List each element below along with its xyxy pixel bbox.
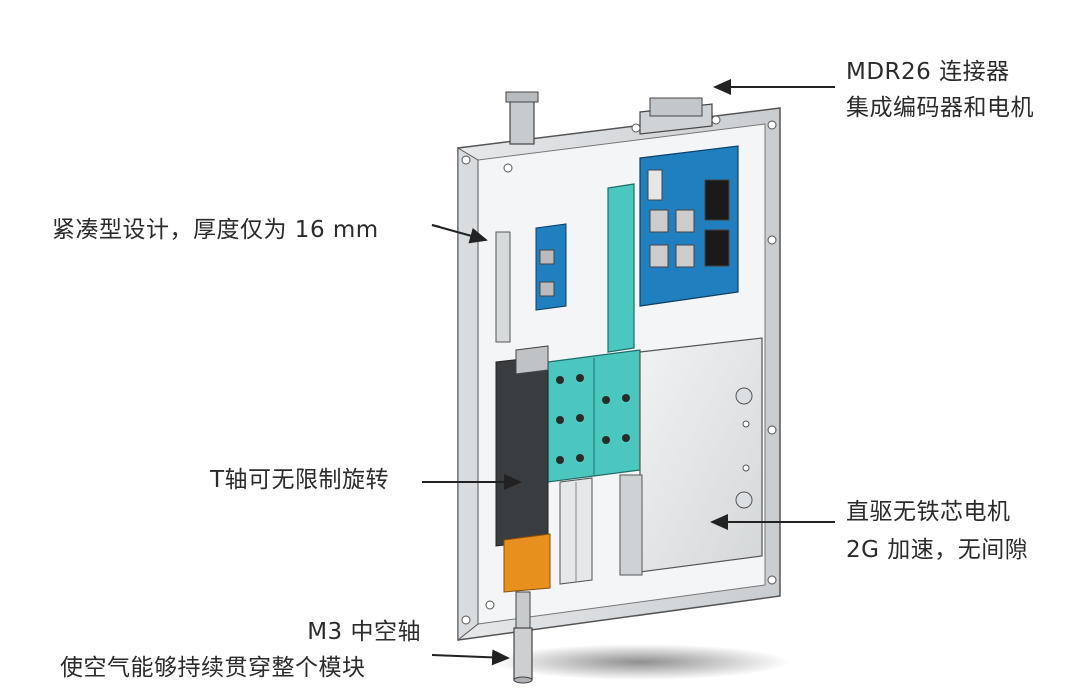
arrow-shaft <box>431 649 510 666</box>
arrow-thickness-2 <box>431 224 441 228</box>
hollow-shaft <box>513 627 533 684</box>
connector-label-line1: MDR26 连接器 <box>846 59 1010 85</box>
linear-rail <box>559 477 593 585</box>
motor-label-line1: 直驱无铁芯电机 <box>846 499 1011 525</box>
motor-housing <box>619 337 763 576</box>
shaft-label-line1: M3 中空轴 <box>307 619 421 645</box>
thickness-label: 紧凑型设计，厚度仅为 16 mm <box>52 217 379 243</box>
connector-label-line2: 集成编码器和电机 <box>846 95 1034 121</box>
arrow-thickness <box>431 224 488 244</box>
floor-shadow <box>490 644 790 680</box>
t-axis-column <box>495 231 551 633</box>
t-axis-label: T轴可无限制旋转 <box>210 467 390 493</box>
main-pcb <box>639 145 739 307</box>
air-fitting <box>505 91 539 145</box>
secondary-pcb <box>535 223 567 311</box>
motor-label-line2: 2G 加速，无间隙 <box>846 537 1029 563</box>
mdr-connector <box>631 97 721 135</box>
teal-slider-plate <box>547 183 641 483</box>
shaft-label-line2: 使空气能够持续贯穿整个模块 <box>60 655 366 681</box>
